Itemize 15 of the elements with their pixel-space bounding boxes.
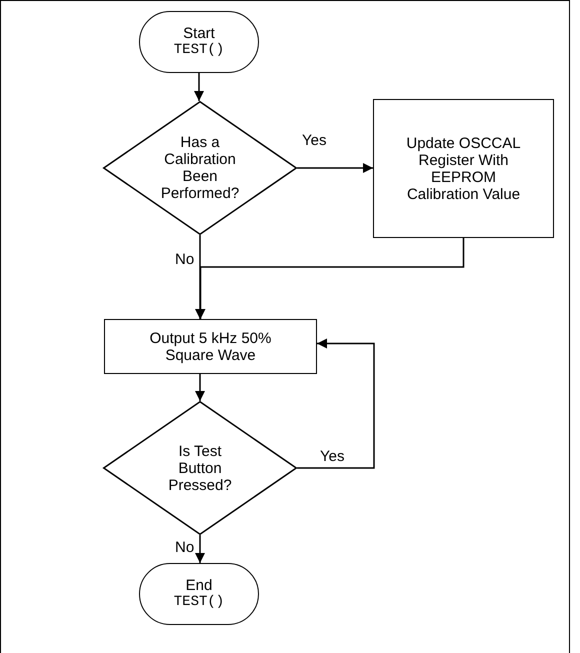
arrow [194,73,204,101]
node-text: Is Test Button Pressed? [167,442,233,494]
node-text: Update OSCCAL Register With EEPROM Calibration Value [405,134,522,202]
node-text: End [186,577,212,594]
arrow [195,374,205,401]
process-box [104,319,317,374]
arrow [297,163,373,173]
node-text: Has a Calibration Been Performed? [160,134,240,202]
process-box [373,99,554,238]
arrow [195,535,205,563]
arrow [297,338,375,469]
function-name: TEST() [174,42,224,59]
function-name: TEST() [174,594,224,611]
node-text: Start [183,25,215,42]
node-text: Output 5 kHz 50% Square Wave [148,330,272,364]
